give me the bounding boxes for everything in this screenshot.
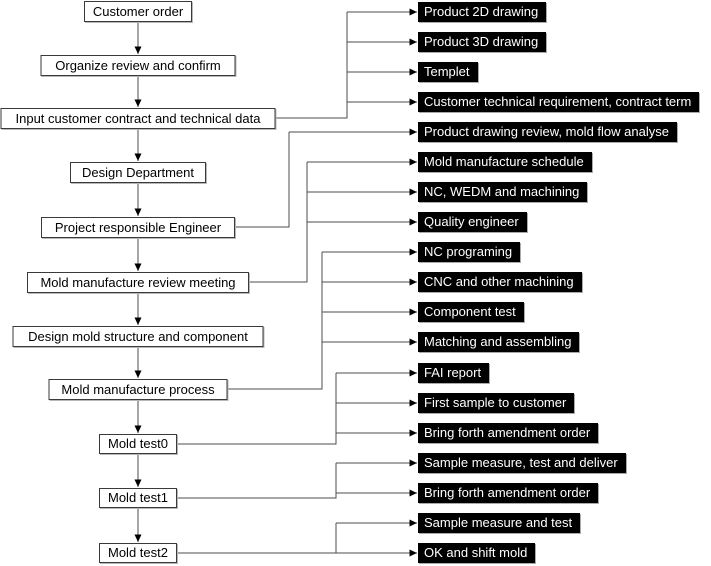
- flow-output-amendment-order-2: Bring forth amendment order: [418, 483, 599, 503]
- links-mold-test2: [178, 519, 417, 557]
- flow-step-customer-order: Customer order: [84, 1, 192, 22]
- flow-step-mold-test1: Mold test1: [99, 488, 177, 508]
- trunk-review-meeting: [249, 162, 308, 283]
- flow-step-design-mold-structure: Design mold structure and component: [12, 326, 264, 347]
- flow-output-templet: Templet: [418, 62, 478, 82]
- flow-output-sample-measure-test: Sample measure and test: [418, 513, 581, 533]
- flow-step-organize-review: Organize review and confirm: [40, 55, 236, 76]
- flow-output-amendment-order-1: Bring forth amendment order: [418, 423, 599, 443]
- flow-output-fai-report: FAI report: [418, 363, 490, 383]
- flow-step-review-meeting: Mold manufacture review meeting: [27, 272, 249, 293]
- flow-output-manufacture-schedule: Mold manufacture schedule: [418, 152, 592, 172]
- trunk-mold-test1: [178, 463, 337, 499]
- links-manufacture-process: [227, 248, 417, 390]
- flow-output-ok-shift-mold: OK and shift mold: [418, 543, 536, 563]
- flow-output-first-sample: First sample to customer: [418, 393, 575, 413]
- flow-output-component-test: Component test: [418, 302, 524, 322]
- flow-output-customer-technical-requirement: Customer technical requirement, contract…: [418, 92, 700, 112]
- flow-step-input-contract: Input customer contract and technical da…: [0, 108, 276, 129]
- links-engineer: [235, 128, 417, 228]
- links-input-contract: [276, 8, 417, 119]
- flow-output-nc-programing: NC programing: [418, 242, 521, 262]
- flow-output-sample-measure-deliver: Sample measure, test and deliver: [418, 453, 626, 473]
- flow-output-matching-assembling: Matching and assembling: [418, 332, 580, 352]
- flow-step-mold-test0: Mold test0: [99, 434, 177, 454]
- trunk-input-contract: [276, 12, 348, 119]
- flow-output-product-3d-drawing: Product 3D drawing: [418, 32, 547, 52]
- flow-step-design-department: Design Department: [70, 162, 206, 183]
- flow-output-cnc-machining: CNC and other machining: [418, 272, 582, 292]
- flow-step-manufacture-process: Mold manufacture process: [48, 379, 228, 400]
- flow-output-product-drawing-review: Product drawing review, mold flow analys…: [418, 122, 677, 142]
- flow-step-responsible-engineer: Project responsible Engineer: [41, 217, 235, 238]
- flow-step-mold-test2: Mold test2: [99, 543, 177, 563]
- flow-output-product-2d-drawing: Product 2D drawing: [418, 2, 547, 22]
- links-review-meeting: [249, 158, 417, 283]
- trunk-mold-test2: [178, 523, 337, 554]
- links-mold-test1: [178, 459, 417, 499]
- flow-output-nc-wedm-machining: NC, WEDM and machining: [418, 182, 588, 202]
- trunk-engineer: [235, 132, 290, 228]
- flow-output-quality-engineer: Quality engineer: [418, 212, 527, 232]
